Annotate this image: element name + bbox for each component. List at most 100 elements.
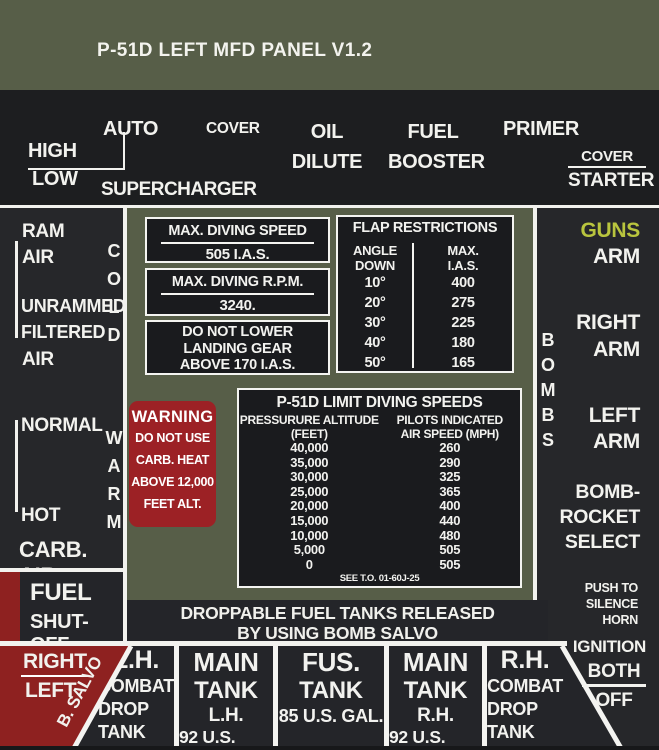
ignition-both-off: BOTH OFF [582,661,646,712]
supercharger-high-button[interactable]: HIGH [28,140,77,162]
bombs-label: BOMBS [538,330,558,455]
tank-line: R.H. [500,646,550,674]
flap-angle-cell: 10° [364,275,386,291]
landing-gear-line1: DO NOT LOWER [182,324,293,340]
tank-separator [384,646,389,750]
placard-panel: MAX. DIVING SPEED 505 I.A.S. MAX. DIVING… [123,205,537,600]
max-diving-speed-value: 505 I.A.S. [205,246,270,263]
heat-selector-line [15,420,18,512]
fuel-label: FUEL [407,121,459,143]
airspeed-header: PILOTS INDICATED AIR SPEED (MPH) [396,413,504,441]
supercharger-low-button[interactable]: LOW [32,168,78,190]
warning-line: FEET ALT. [143,497,202,511]
banner-line1: DROPPABLE FUEL TANKS RELEASED [180,603,495,623]
normal-option[interactable]: NORMAL [21,415,103,436]
angle-header-1: ANGLE [352,243,397,258]
flap-ias-cell: 400 [451,275,475,291]
carb-air-panel: RAM AIR UNRAMMED FILTERED AIR COLD NORMA… [0,205,126,588]
tank-main-lh-button[interactable]: MAIN TANK L.H. 92 U.S. GAL. [179,646,273,750]
starter-label: STARTER [568,170,655,191]
supercharger-auto-button[interactable]: AUTO [103,118,159,140]
horn-line: PUSH TO [584,581,639,595]
guns-arm-button[interactable]: ARM [593,245,640,268]
limit-diving-speeds-table: P-51D LIMIT DIVING SPEEDS PRESSURURE ALT… [237,388,522,588]
starter-button[interactable]: COVER STARTER [568,148,655,191]
tank-line: FUS. [301,647,361,677]
salvo-right-option[interactable]: RIGHT [21,650,89,677]
landing-gear-line3: ABOVE 170 I.A.S. [179,357,296,373]
cover-button[interactable]: COVER [206,120,260,137]
tank-line: MAIN [193,647,259,677]
engine-controls-strip: AUTO HIGH LOW SUPERCHARGER COVER OIL DIL… [0,90,659,205]
diving-speeds-title: P-51D LIMIT DIVING SPEEDS [276,394,483,411]
tank-fuselage-button[interactable]: FUS. TANK 85 U.S. GAL. [278,646,384,750]
bomb-rocket-select-button[interactable]: BOMB- ROCKET SELECT [559,480,640,555]
tank-line: DROP TANK [98,699,149,742]
tank-line: TANK [299,677,363,704]
booster-label: BOOSTER [388,151,485,173]
fuel-shutoff-line1: FUEL [30,579,92,606]
max-diving-rpm-placard: MAX. DIVING R.P.M. 3240. [145,268,330,316]
ram-air-option[interactable]: RAM [22,221,65,242]
fuel-shutoff-red-bar [0,572,20,641]
oil-dilute-button[interactable]: OIL DILUTE [288,117,366,177]
silence-horn-button[interactable]: PUSH TO SILENCE HORN [584,580,639,628]
bomb-rocket-line: ROCKET [559,506,640,528]
guns-label: GUNS [580,219,641,242]
page-title: P-51D LEFT MFD PANEL V1.2 [97,40,373,61]
ignition-both-option[interactable]: BOTH [582,661,646,687]
filtered-option[interactable]: FILTERED [21,322,106,342]
warning-line: ABOVE 12,000 [131,475,214,489]
flap-ias-cell: 275 [451,295,475,311]
tank-separator [174,646,179,750]
rule [161,293,314,295]
ignition-off-option[interactable]: OFF [595,690,633,711]
angle-header-2: DOWN [355,258,395,273]
horn-line: SILENCE [585,597,638,611]
warning-title: WARNING [131,408,214,426]
warning-line: DO NOT USE [135,431,210,445]
primer-button[interactable]: PRIMER [503,118,579,140]
bottom-edge [0,746,659,750]
ias-header-2: I.A.S. [447,258,479,273]
fuel-shutoff-panel[interactable]: FUEL SHUT-OFF [0,568,127,656]
tank-line: MAIN [402,647,469,677]
flap-ias-cell: 165 [451,355,475,371]
fuel-tank-row: RIGHT LEFT B. SALVO L.H. COMBAT DROP TAN… [0,637,659,750]
banner-border-extension [545,641,567,646]
starter-cover-label: COVER [568,148,646,168]
bombs-right-label: RIGHT [576,311,640,334]
max-diving-speed-title: MAX. DIVING SPEED [168,223,307,239]
bombs-right-arm-button[interactable]: ARM [593,338,640,361]
bombs-left-arm-button[interactable]: ARM [593,430,640,453]
fuel-booster-button[interactable]: FUEL BOOSTER [388,117,485,177]
filtered-air-option-line3[interactable]: AIR [22,349,54,370]
flap-angle-cell: 20° [364,295,386,311]
hot-option[interactable]: HOT [21,505,61,526]
ram-air-option-line2[interactable]: AIR [22,247,54,268]
flap-restrictions-table: FLAP RESTRICTIONS ANGLE DOWN 10° 20° 30°… [336,215,514,373]
diving-speeds-headers: PRESSURURE ALTITUDE (FEET) PILOTS INDICA… [239,413,520,441]
warm-label: WARM [104,428,124,540]
unrammed-option[interactable]: UNRAMMED [21,296,126,316]
warning-line: CARB. HEAT [135,453,210,467]
salvo-left-option[interactable]: LEFT [25,679,77,702]
flap-ias-column: MAX. I.A.S. 400 275 225 180 165 [412,243,512,371]
bombs-left-label: LEFT [588,404,641,427]
tank-line: R.H. [417,705,454,726]
flap-angle-cell: 40° [364,335,386,351]
flap-restrictions-columns: ANGLE DOWN 10° 20° 30° 40° 50° MAX. I.A.… [338,243,512,371]
max-diving-rpm-title: MAX. DIVING R.P.M. [171,274,304,290]
tank-separator [482,646,487,750]
tank-line: TANK [403,677,468,704]
tank-main-rh-button[interactable]: MAIN TANK R.H. 92 U.S. GAL. [389,646,482,750]
horn-line: HORN [602,613,638,627]
landing-gear-line2: LANDING GEAR [183,340,292,357]
tank-line: COMBAT [98,676,174,696]
